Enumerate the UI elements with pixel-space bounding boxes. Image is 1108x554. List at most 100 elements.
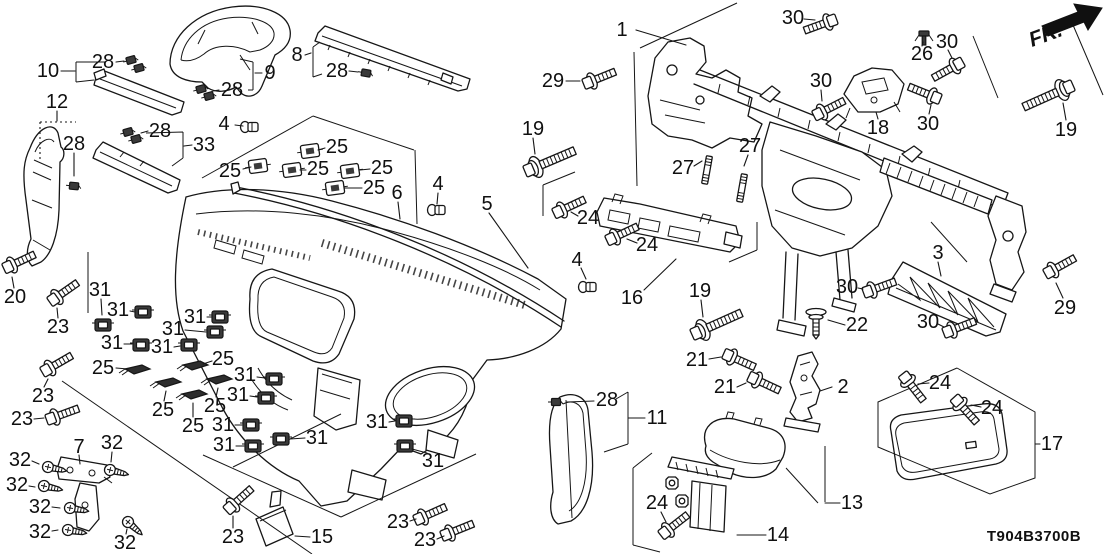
part-callout-23: 23: [387, 511, 409, 533]
part-callout-23: 23: [11, 408, 33, 430]
part-callout-9: 9: [264, 62, 275, 84]
clipS-icon: [177, 338, 201, 352]
leader-line: [1062, 102, 1067, 121]
leader-line: [566, 400, 595, 403]
part-callout-31: 31: [107, 299, 129, 321]
leader-line: [928, 104, 932, 115]
leader-line: [212, 89, 220, 92]
part-callout-24: 24: [646, 492, 668, 514]
nut-icon: [665, 476, 679, 490]
leader-line: [173, 345, 181, 348]
push22-icon: [805, 307, 827, 340]
leader-line: [819, 386, 833, 392]
leader-line: [294, 535, 311, 538]
bolt-icon: [719, 344, 759, 376]
center-unit-bracket-16: [596, 193, 743, 253]
part-callout-3: 3: [932, 242, 943, 264]
part-callout-31: 31: [151, 336, 173, 358]
clip28-icon: [129, 62, 148, 75]
leader-line: [51, 506, 61, 509]
part-callout-12: 12: [46, 91, 68, 113]
clipS-icon: [254, 391, 278, 405]
part-callout-6: 6: [391, 182, 402, 204]
leader-line: [875, 111, 879, 120]
screwS-icon: [36, 478, 65, 496]
bolt-icon: [579, 63, 620, 93]
leader-line: [234, 124, 244, 127]
part-callout-25: 25: [152, 399, 174, 421]
part-callout-17: 17: [1041, 433, 1063, 455]
stud-icon: [735, 173, 749, 203]
center-upper-bracket-18: [843, 67, 905, 119]
part-callout-33: 33: [193, 134, 215, 156]
airbag-bracket-set-14: [667, 456, 735, 533]
part-callout-10: 10: [37, 60, 59, 82]
leader-line: [397, 201, 401, 220]
part-callout-4: 4: [218, 113, 229, 135]
steering-hanger-beam-1: [647, 37, 1027, 337]
leader-line: [51, 529, 59, 532]
boltL-icon: [520, 139, 580, 183]
part-callout-32: 32: [101, 432, 123, 454]
part-callout-7: 7: [73, 436, 84, 458]
part-callout-19: 19: [689, 280, 711, 302]
leader-line: [28, 485, 36, 488]
part-callout-27: 27: [739, 135, 761, 157]
part-callout-25: 25: [212, 348, 234, 370]
part-callout-30: 30: [917, 113, 939, 135]
leader-line: [242, 166, 252, 170]
clipW-icon: [118, 364, 151, 376]
part-callout-30: 30: [917, 311, 939, 333]
bolt-icon: [904, 78, 945, 108]
leader-line: [129, 310, 136, 313]
part-callout-29: 29: [542, 70, 564, 92]
part-callout-31: 31: [89, 279, 111, 301]
part-callout-26: 26: [911, 43, 933, 65]
part-callout-28: 28: [596, 389, 618, 411]
stud-icon: [700, 155, 714, 185]
clipS-icon: [269, 432, 293, 446]
leader-line: [660, 511, 667, 523]
part-callout-25: 25: [92, 357, 114, 379]
part-callout-21: 21: [714, 376, 736, 398]
leader-line: [215, 387, 219, 398]
clipS-icon: [393, 439, 417, 453]
clipS-icon: [239, 418, 263, 432]
diagram-code: T904B3700B: [987, 528, 1081, 545]
part-callout-14: 14: [767, 524, 789, 546]
part-callout-24: 24: [981, 397, 1003, 419]
leader-line: [626, 238, 638, 244]
nut-icon: [675, 494, 689, 508]
lattice-bracket-3: [887, 261, 1007, 337]
part-callout-30: 30: [782, 7, 804, 29]
bolt-icon: [44, 275, 84, 310]
clipN-icon: [295, 142, 325, 160]
bulb-icon: [239, 120, 259, 134]
leader-line: [115, 60, 125, 63]
part-callout-22: 22: [846, 314, 868, 336]
leader-line: [436, 192, 439, 205]
part-callout-8: 8: [291, 44, 302, 66]
part-callout-25: 25: [371, 157, 393, 179]
clipW-icon: [149, 377, 182, 389]
bolt-icon: [800, 10, 841, 40]
bolt-icon: [37, 347, 77, 381]
fr-direction-arrow: FR.: [1026, 3, 1103, 52]
leader-line: [921, 41, 924, 47]
part-callout-31: 31: [101, 332, 123, 354]
leader-line: [580, 267, 587, 280]
lower-bracket-7: [56, 456, 113, 532]
leader-line: [743, 154, 749, 167]
part-callout-31: 31: [184, 306, 206, 328]
leader-line: [937, 261, 942, 277]
pedestal-bracket-2: [783, 351, 821, 433]
boltL-icon: [686, 302, 747, 346]
part-callout-31: 31: [366, 411, 388, 433]
leader-line: [348, 70, 359, 73]
part-callout-23: 23: [47, 316, 69, 338]
leader-line: [803, 18, 816, 21]
part-callout-25: 25: [204, 395, 226, 417]
leader-line: [643, 258, 677, 291]
part-callout-31: 31: [212, 414, 234, 436]
